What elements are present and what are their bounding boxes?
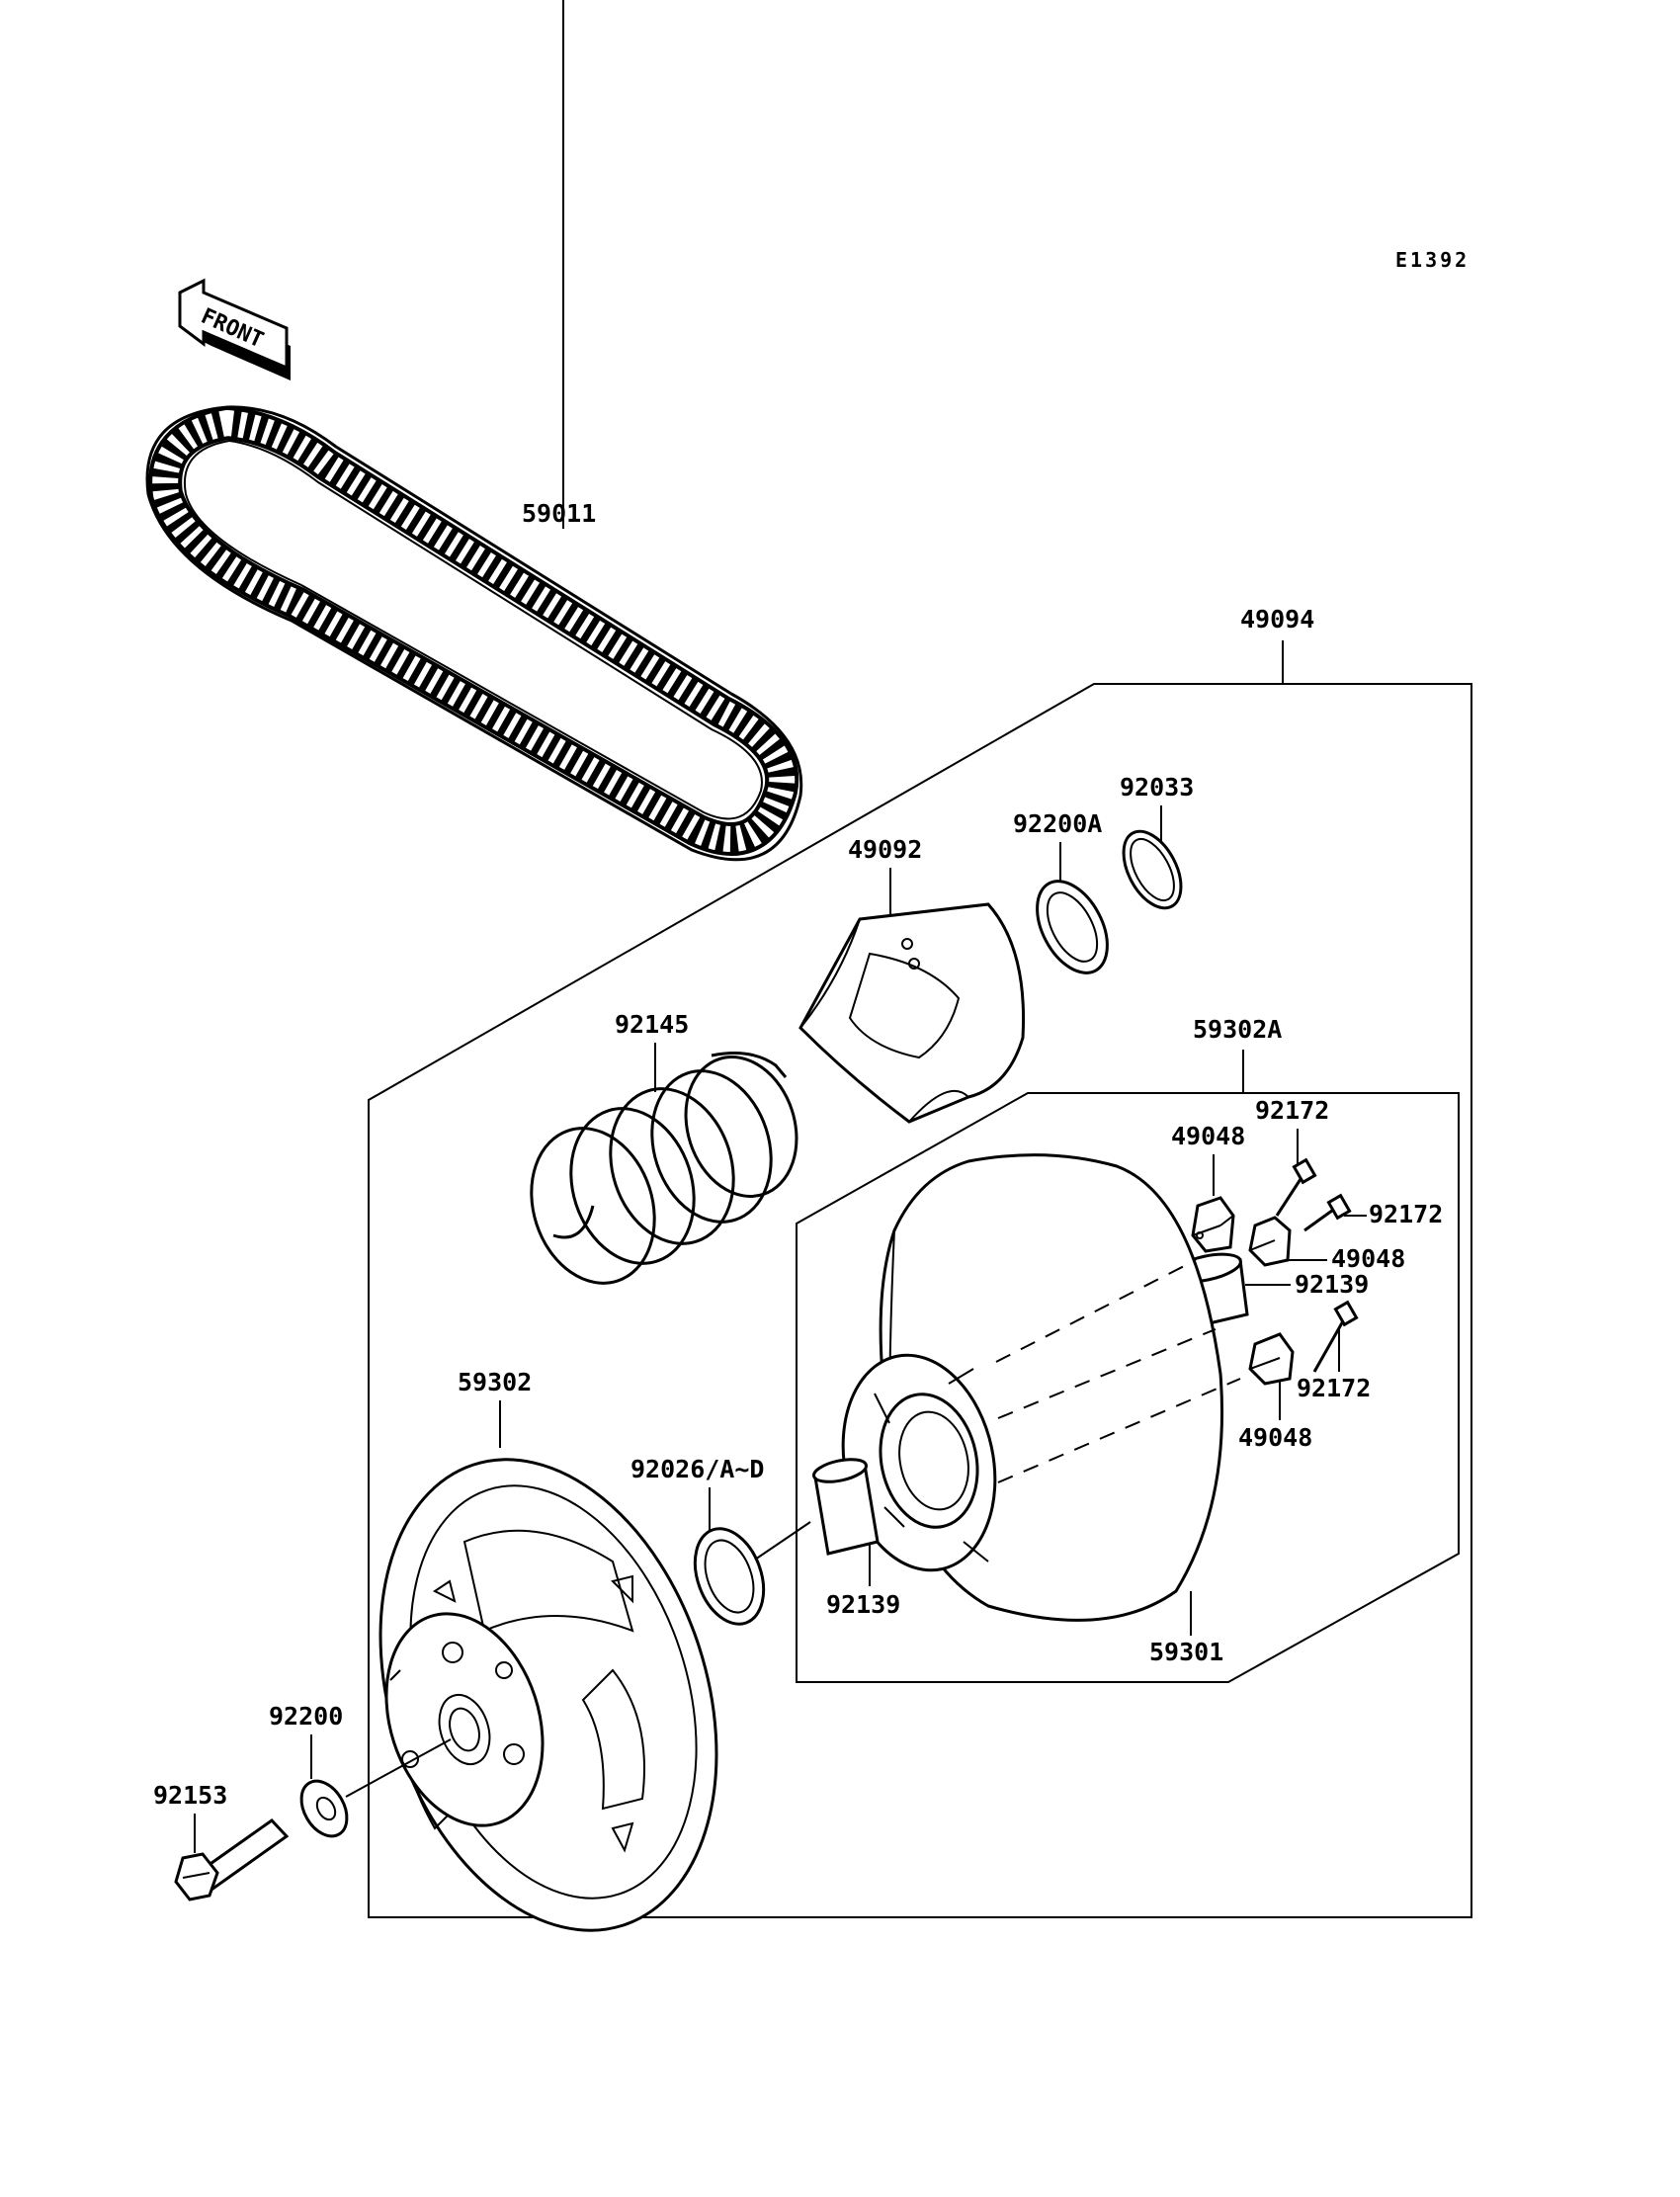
fixed-sheave-59302 bbox=[378, 1458, 718, 1932]
sub-assembly-outline bbox=[796, 1050, 1460, 1683]
bolt-92153 bbox=[174, 1818, 290, 1901]
label-59302A: 59302A bbox=[1193, 1015, 1282, 1044]
bolt-92172-top bbox=[1275, 1157, 1317, 1217]
spring-92145 bbox=[530, 1052, 798, 1285]
ring-92200A bbox=[1036, 880, 1109, 974]
label-92172-low: 92172 bbox=[1297, 1374, 1371, 1402]
label-92200: 92200 bbox=[269, 1702, 343, 1731]
label-59011: 59011 bbox=[522, 499, 596, 528]
diagram-code: E1392 bbox=[1395, 248, 1470, 272]
label-92139-low: 92139 bbox=[826, 1590, 900, 1619]
label-92033: 92033 bbox=[1120, 773, 1194, 802]
label-59302: 59302 bbox=[458, 1368, 532, 1396]
label-92153: 92153 bbox=[153, 1781, 227, 1810]
label-49092: 49092 bbox=[848, 835, 922, 864]
washer-92200 bbox=[299, 1779, 349, 1838]
label-92172-top: 92172 bbox=[1255, 1096, 1329, 1125]
slider-49048-mid bbox=[1248, 1216, 1292, 1267]
bush-92139-low bbox=[812, 1458, 880, 1556]
circlip-92033 bbox=[1122, 829, 1183, 910]
slider-49048-low bbox=[1248, 1332, 1295, 1386]
slider-49048-top bbox=[1191, 1196, 1235, 1253]
label-49094: 49094 bbox=[1240, 605, 1314, 634]
label-49048-top: 49048 bbox=[1171, 1122, 1245, 1150]
shim-92026 bbox=[693, 1527, 766, 1626]
label-92026: 92026/A~D bbox=[630, 1455, 764, 1483]
assembly-outline bbox=[368, 640, 1472, 1918]
label-92145: 92145 bbox=[615, 1010, 689, 1039]
drive-belt bbox=[145, 405, 803, 862]
label-59301: 59301 bbox=[1149, 1638, 1223, 1666]
label-49048-mid: 49048 bbox=[1331, 1244, 1405, 1273]
movable-sheave-59301 bbox=[841, 1153, 1241, 1622]
bolt-92172-mid bbox=[1303, 1193, 1352, 1232]
label-49048-low: 49048 bbox=[1238, 1423, 1312, 1452]
label-92200A: 92200A bbox=[1013, 809, 1102, 838]
cam-49092 bbox=[798, 902, 1026, 1124]
front-arrow-icon: FRONT bbox=[178, 278, 291, 380]
bolt-92172-low bbox=[1312, 1300, 1359, 1373]
label-92172-mid: 92172 bbox=[1369, 1200, 1443, 1228]
label-92139-mid: 92139 bbox=[1295, 1270, 1369, 1299]
